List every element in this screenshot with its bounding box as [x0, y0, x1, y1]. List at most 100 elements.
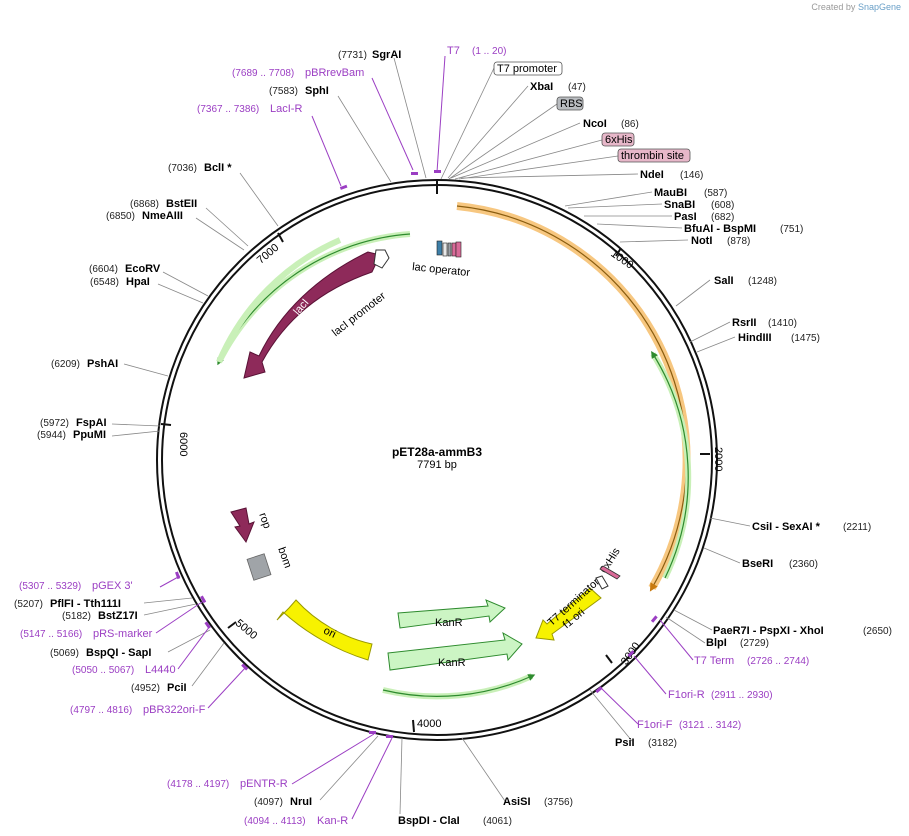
his-tag-c-shape — [599, 565, 621, 580]
laci-arrow — [243, 251, 381, 379]
insert-arc — [456, 202, 691, 591]
thrombin-box — [617, 148, 691, 163]
enzyme-bcli: BclI * — [204, 162, 232, 174]
his6-shape — [451, 242, 457, 257]
primer-t7-term: T7 Term — [694, 655, 734, 667]
plasmid-name: pET28a-ammB3 — [392, 445, 482, 459]
green-arc-3 — [382, 673, 534, 700]
enzyme-xbai: XbaI — [530, 81, 553, 93]
tick-1000: 1000 — [608, 248, 635, 272]
laci-promoter-label: lacI promoter — [330, 290, 388, 339]
primer-range-pbr322ori: (4797 .. 4816) — [70, 705, 132, 716]
enzyme-asisi: AsiSI — [503, 796, 531, 808]
kanr-arrow-2 — [387, 631, 523, 671]
enzyme-pos-asisi: (3756) — [544, 797, 573, 808]
enzyme-snabi: SnaBI — [664, 199, 695, 211]
thrombin-label: thrombin site — [621, 150, 684, 162]
enzyme-sphi: SphI — [305, 85, 329, 97]
enzyme-pos-sphi: (7583) — [269, 86, 298, 97]
primer-f1ori-r: F1ori-R — [668, 689, 705, 701]
enzyme-pos-ecorv: (6604) — [89, 264, 118, 275]
enzyme-sali: SalI — [714, 275, 734, 287]
enzyme-ndei: NdeI — [640, 169, 664, 181]
enzyme-labels: (7731) SgrAI (7583) SphI (7036) BclI * (… — [14, 49, 892, 827]
enzyme-pos-pasi: (682) — [711, 212, 734, 223]
primer-pbr322ori: pBR322ori-F — [143, 704, 206, 716]
enzyme-hindiii: HindIII — [738, 332, 772, 344]
enzyme-noti: NotI — [691, 235, 712, 247]
enzyme-pos-rsrii: (1410) — [768, 318, 797, 329]
enzyme-pos-noti: (878) — [727, 236, 750, 247]
primer-range-pbrrevbam: (7689 .. 7708) — [232, 68, 294, 79]
rop-arrow — [230, 507, 255, 544]
t7-terminator-shape — [595, 575, 609, 590]
primer-range-f1ori-r: (2911 .. 2930) — [711, 690, 773, 701]
insert-arc-line — [456, 205, 688, 592]
enzyme-ncoi: NcoI — [583, 118, 607, 130]
enzyme-pos-bfuai: (751) — [780, 224, 803, 235]
enzyme-pos-bsteii: (6868) — [130, 199, 159, 210]
enzyme-pos-pshai: (6209) — [51, 359, 80, 370]
enzyme-pos-psii: (3182) — [648, 738, 677, 749]
primer-range-kan-r: (4094 .. 4113) — [244, 816, 306, 827]
tick-2000: 2000 — [712, 447, 724, 471]
primer-range-t7-term: (2726 .. 2744) — [747, 656, 809, 667]
enzyme-pos-bspqi: (5069) — [50, 648, 79, 659]
laci-promoter-shape — [373, 249, 390, 269]
enzyme-pos-bstz17i: (5182) — [62, 611, 91, 622]
tick-7000: 7000 — [255, 242, 281, 267]
enzyme-hpai: HpaI — [126, 276, 150, 288]
enzyme-ppumi: PpuMI — [73, 429, 106, 441]
enzyme-pos-hpai: (6548) — [90, 277, 119, 288]
enzyme-pos-ncoi: (86) — [621, 119, 639, 130]
enzyme-pos-bspdi: (4061) — [483, 816, 512, 827]
primer-kan-r: Kan-R — [317, 815, 348, 827]
plasmid-length: 7791 bp — [417, 459, 457, 471]
enzyme-pos-bseri: (2360) — [789, 559, 818, 570]
enzyme-pos-blpi: (2729) — [740, 638, 769, 649]
enzyme-fspai: FspAI — [76, 417, 107, 429]
his6-label: 6xHis — [605, 134, 633, 146]
enzyme-leader-lines — [111, 57, 751, 815]
enzyme-bsteii: BstEII — [166, 198, 197, 210]
rop-label: rop — [256, 511, 273, 530]
primer-l4440: L4440 — [145, 664, 176, 676]
enzyme-paer7i: PaeR7I - PspXI - XhoI — [713, 625, 824, 637]
primer-t7: T7 — [447, 45, 460, 57]
enzyme-pshai: PshAI — [87, 358, 118, 370]
enzyme-maubi: MauBI — [654, 187, 687, 199]
kanr-label-2: KanR — [438, 657, 466, 669]
primer-range-pentr: (4178 .. 4197) — [167, 779, 229, 790]
primer-leader-lines — [155, 55, 694, 820]
enzyme-nrui: NruI — [290, 796, 312, 808]
enzyme-pos-snabi: (608) — [711, 200, 734, 211]
enzyme-pos-paer7i: (2650) — [863, 626, 892, 637]
rbs-label: RBS — [560, 98, 583, 110]
enzyme-pos-pcii: (4952) — [131, 683, 160, 694]
enzyme-bspdi: BspDI - ClaI — [398, 815, 460, 827]
enzyme-ecorv: EcoRV — [125, 263, 161, 275]
enzyme-pos-nmeaiii: (6850) — [106, 211, 135, 222]
enzyme-bspqi: BspQI - SapI — [86, 647, 151, 659]
boxed-labels: T7 promoter RBS 6xHis thrombin site — [493, 61, 691, 163]
ori-arrow — [276, 599, 373, 661]
ori-label: ori — [322, 625, 338, 641]
rbs-box — [556, 96, 584, 111]
enzyme-pos-ndei: (146) — [680, 170, 703, 181]
enzyme-pos-sgrai: (7731) — [338, 50, 367, 61]
credit-text: Created by SnapGene — [811, 2, 901, 12]
enzyme-blpi: BlpI — [706, 637, 727, 649]
primer-labels: T7 (1 .. 20) (7689 .. 7708) pBRrevBam (7… — [19, 45, 809, 827]
enzyme-psii: PsiI — [615, 737, 635, 749]
kanr-label-1: KanR — [435, 617, 463, 629]
enzyme-nmeaiii: NmeAIII — [142, 210, 183, 222]
his6-box — [601, 132, 635, 147]
enzyme-pos-pflfi: (5207) — [14, 599, 43, 610]
kanr-arrow-1 — [397, 599, 506, 629]
thrombin-shape — [455, 241, 462, 258]
primer-f1ori-f: F1ori-F — [637, 719, 673, 731]
enzyme-pos-sali: (1248) — [748, 276, 777, 287]
primer-prs-marker: pRS-marker — [93, 628, 153, 640]
enzyme-sgrai: SgrAI — [372, 49, 401, 61]
